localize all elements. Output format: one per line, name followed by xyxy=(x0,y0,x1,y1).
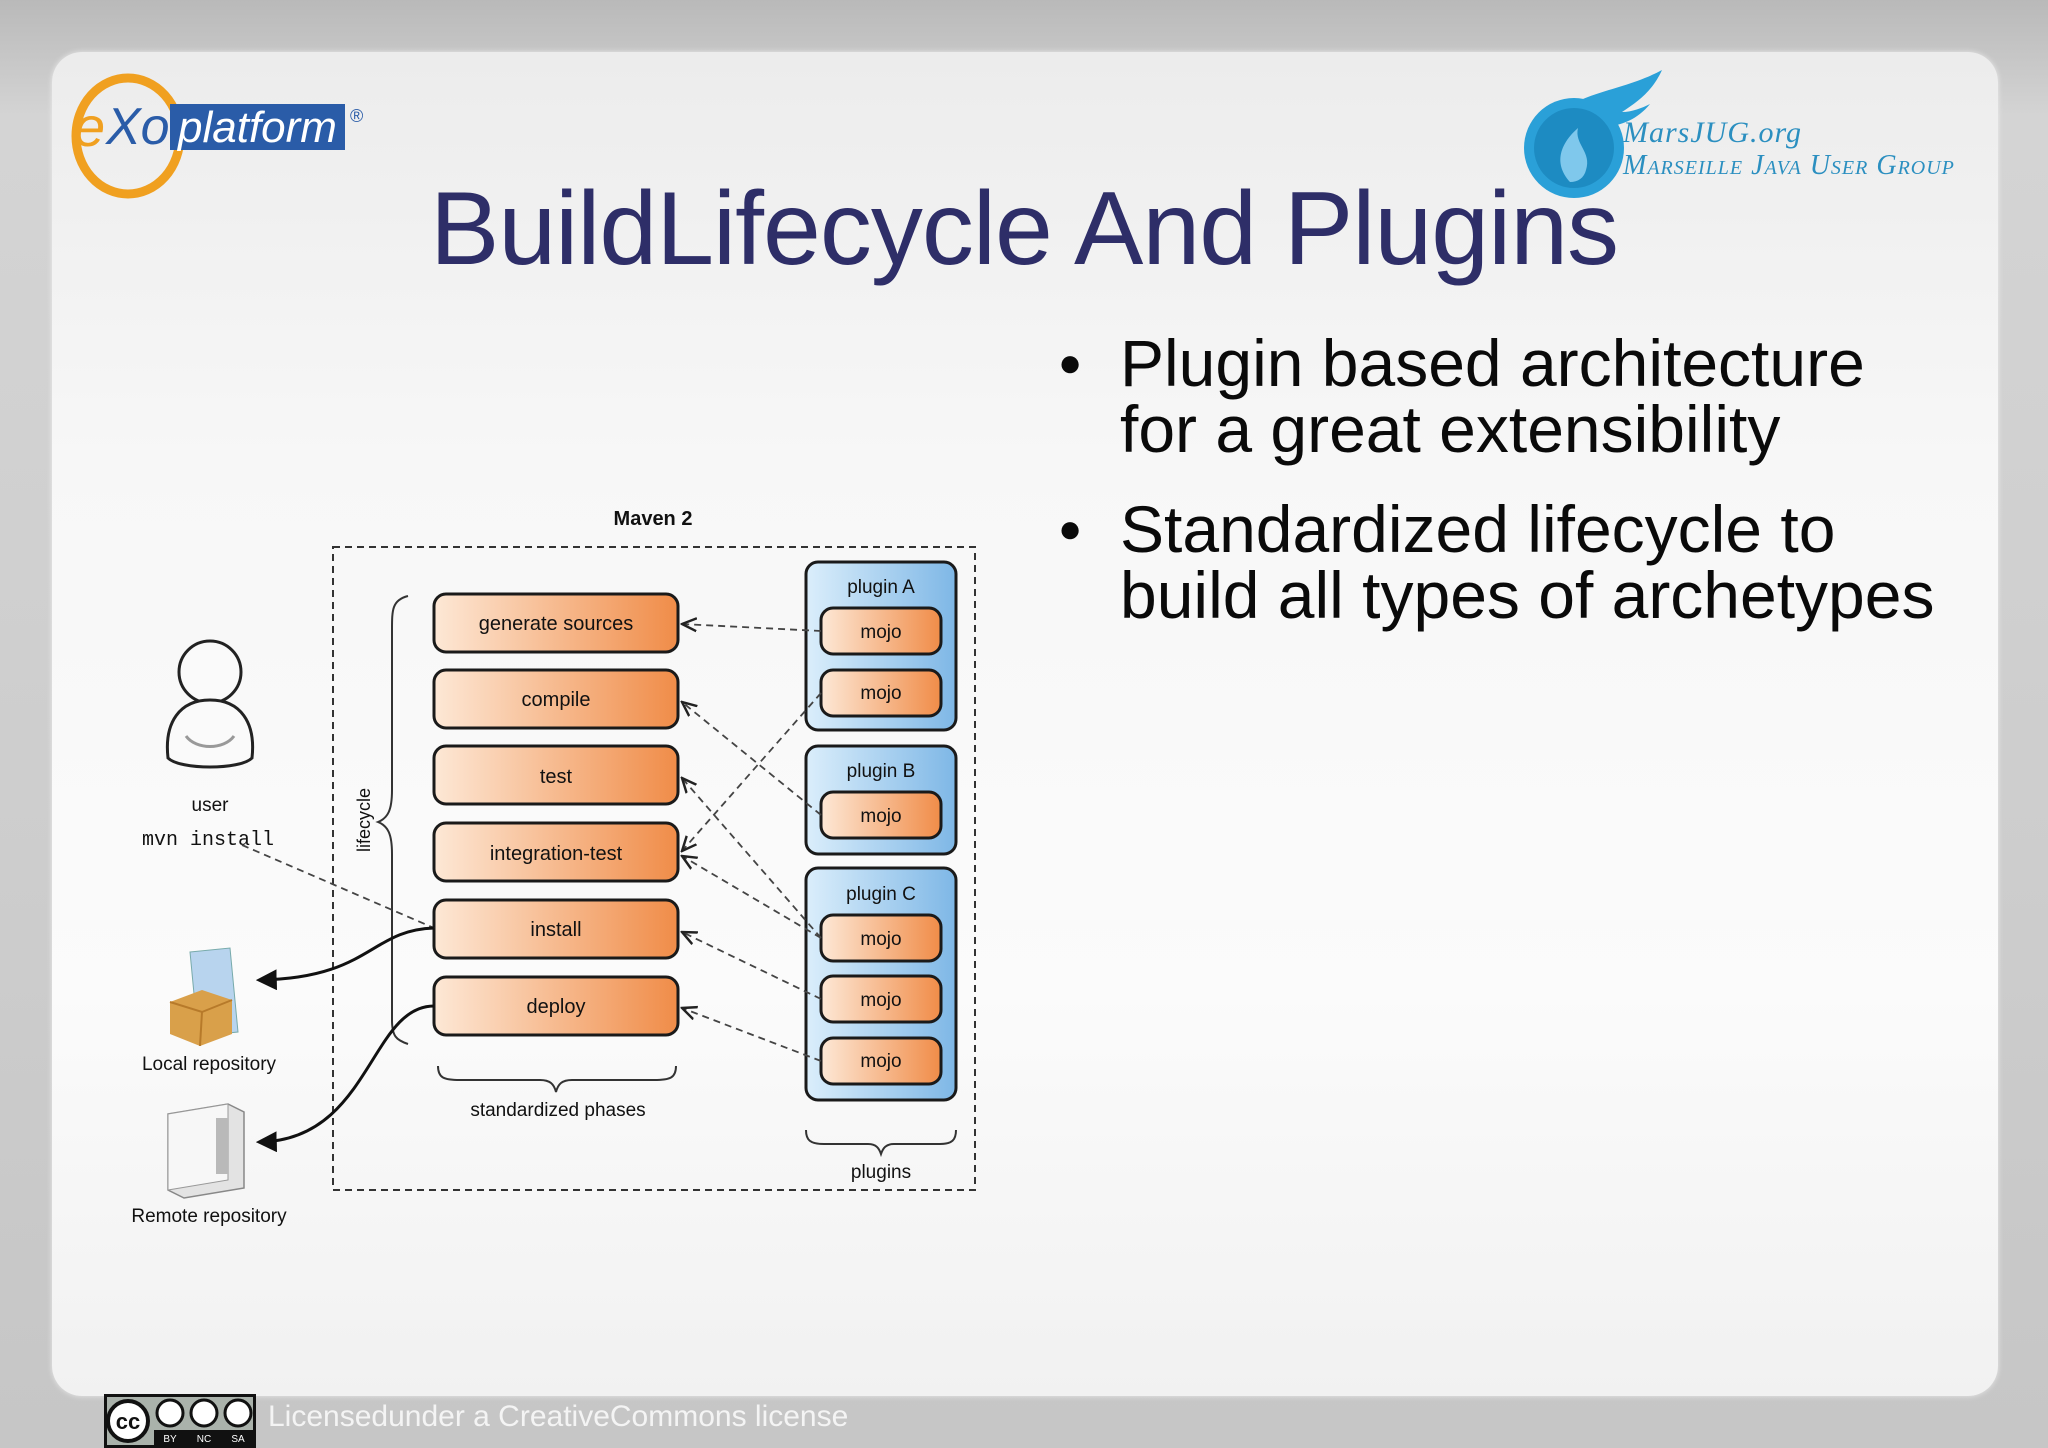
lifecycle-brace xyxy=(375,595,409,1045)
phase-deploy: deploy xyxy=(432,975,680,1037)
cc-license-badge: cc BY NC SA xyxy=(104,1394,256,1448)
plugin-c: plugin C mojo mojo mojo xyxy=(804,866,958,1102)
user-label: user xyxy=(192,795,230,816)
mojo-box: mojo xyxy=(819,668,943,718)
cc-sa: SA xyxy=(231,1434,245,1445)
phases-caption: standardized phases xyxy=(470,1100,645,1121)
phase-install: install xyxy=(432,898,680,960)
marsjug-group: Marseille Java User Group xyxy=(1623,150,1955,181)
maven-boundary xyxy=(332,546,976,1191)
bullet-list: ●Plugin based architecture for a great e… xyxy=(1058,330,1958,662)
plugins-brace xyxy=(805,1129,957,1158)
svg-text:mojo: mojo xyxy=(860,1051,901,1072)
mvn-command: mvn install xyxy=(142,829,274,852)
svg-text:mojo: mojo xyxy=(860,806,901,827)
remote-repository-icon xyxy=(167,1103,245,1199)
exo-logo-mark: ® xyxy=(350,106,363,126)
cc-by: BY xyxy=(163,1434,177,1445)
local-repository-icon xyxy=(169,947,239,1047)
svg-text:integration-test: integration-test xyxy=(490,843,623,865)
bullet-item: ●Standardized lifecycle to build all typ… xyxy=(1058,492,1935,632)
slide-title: BuildLifecycle And Plugins xyxy=(429,171,1619,287)
svg-text:test: test xyxy=(540,766,573,788)
remote-repository-label: Remote repository xyxy=(131,1206,287,1227)
license-text: Licensedunder a CreativeCommons license xyxy=(268,1400,849,1433)
install-to-local-arrow xyxy=(255,926,435,991)
svg-text:mojo: mojo xyxy=(860,622,901,643)
plugin-a: plugin A mojo mojo xyxy=(804,560,958,732)
mojo-box: mojo xyxy=(819,606,943,656)
plugins-caption: plugins xyxy=(851,1162,911,1183)
exo-logo-platform: platform xyxy=(176,103,337,152)
lifecycle-label: lifecycle xyxy=(354,788,374,852)
svg-text:generate sources: generate sources xyxy=(479,613,634,635)
bullet-dot-icon: ● xyxy=(1058,341,1083,385)
mojo-box: mojo xyxy=(819,790,943,840)
exo-platform-logo: e Xo platform ® xyxy=(71,73,363,199)
svg-text:mojo: mojo xyxy=(860,929,901,950)
svg-text:compile: compile xyxy=(522,689,591,711)
svg-text:mojo: mojo xyxy=(860,683,901,704)
maven-diagram: Maven 2 user mvn install Local repositor… xyxy=(131,508,976,1227)
svg-text:cc: cc xyxy=(116,1409,140,1434)
phases-brace xyxy=(437,1065,677,1093)
bullet-item: ●Plugin based architecture for a great e… xyxy=(1058,326,1865,466)
marsjug-site: MarsJUG.org xyxy=(1623,116,1803,149)
svg-text:mojo: mojo xyxy=(860,990,901,1011)
phase-integration-test: integration-test xyxy=(432,821,680,883)
mojo-box: mojo xyxy=(819,974,943,1024)
slide-card xyxy=(52,52,1998,1396)
svg-text:plugin A: plugin A xyxy=(847,577,915,598)
user-icon xyxy=(165,639,255,769)
local-repository-label: Local repository xyxy=(142,1054,277,1075)
phase-generate-sources: generate sources xyxy=(432,592,680,654)
diagram-title: Maven 2 xyxy=(614,508,693,530)
exo-logo-xo: Xo xyxy=(105,98,170,156)
bullet-dot-icon: ● xyxy=(1058,507,1083,551)
phase-test: test xyxy=(432,744,680,806)
svg-text:plugin C: plugin C xyxy=(846,884,916,905)
mojo-box: mojo xyxy=(819,1036,943,1086)
mojo-binding-arrows xyxy=(241,624,822,1062)
marsjug-logo xyxy=(1524,70,1662,198)
cc-nc: NC xyxy=(197,1434,211,1445)
svg-text:install: install xyxy=(530,919,581,941)
plugin-b: plugin B mojo xyxy=(804,744,958,856)
deploy-to-remote-arrow xyxy=(255,1004,435,1153)
exo-logo-e: e xyxy=(74,95,105,158)
mojo-box: mojo xyxy=(819,913,943,963)
phase-compile: compile xyxy=(432,668,680,730)
svg-text:deploy: deploy xyxy=(527,996,586,1018)
svg-text:plugin B: plugin B xyxy=(847,761,916,782)
